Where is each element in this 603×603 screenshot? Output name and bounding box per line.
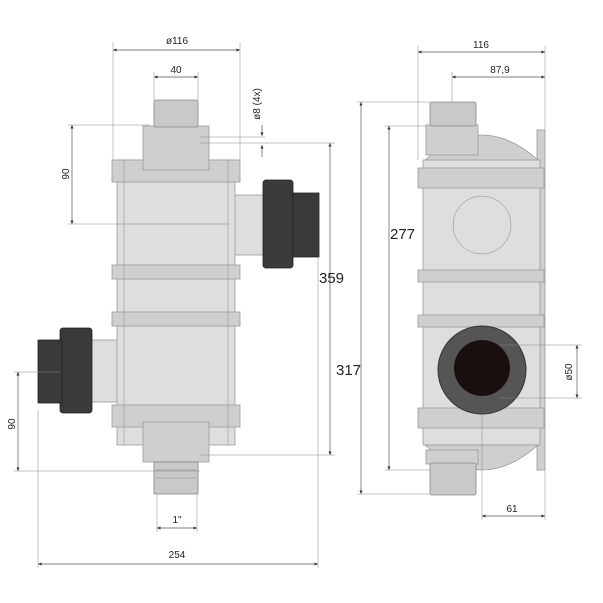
bottom-block — [142, 421, 210, 463]
dim-317: 317 — [336, 362, 361, 379]
dim-359: 359 — [319, 270, 344, 287]
dim-diameter-50: ø50 — [564, 363, 575, 381]
dim-thread-1in: 1" — [172, 515, 182, 526]
front-view — [37, 99, 320, 495]
dimension-labels: ø116 40 ø8 (4x) 90 359 90 1" 254 116 87,… — [7, 36, 575, 561]
right-port-union — [227, 179, 320, 269]
side-port-bore — [454, 340, 510, 396]
dim-87-9: 87,9 — [490, 65, 510, 76]
dimension-lines — [14, 42, 582, 568]
top-fitting — [153, 99, 199, 128]
dim-254: 254 — [169, 550, 186, 561]
dim-40: 40 — [170, 65, 182, 76]
dim-116: 116 — [473, 40, 489, 51]
front-body — [116, 159, 236, 446]
dim-90-bottom: 90 — [7, 418, 18, 430]
dim-90-top: 90 — [61, 168, 72, 180]
side-view — [417, 101, 546, 496]
dim-277: 277 — [390, 226, 415, 243]
left-port-union — [37, 327, 125, 414]
dim-61: 61 — [506, 504, 518, 515]
top-block — [142, 125, 210, 171]
dim-diameter-116: ø116 — [166, 36, 188, 47]
dim-mount-holes: ø8 (4x) — [252, 88, 263, 120]
